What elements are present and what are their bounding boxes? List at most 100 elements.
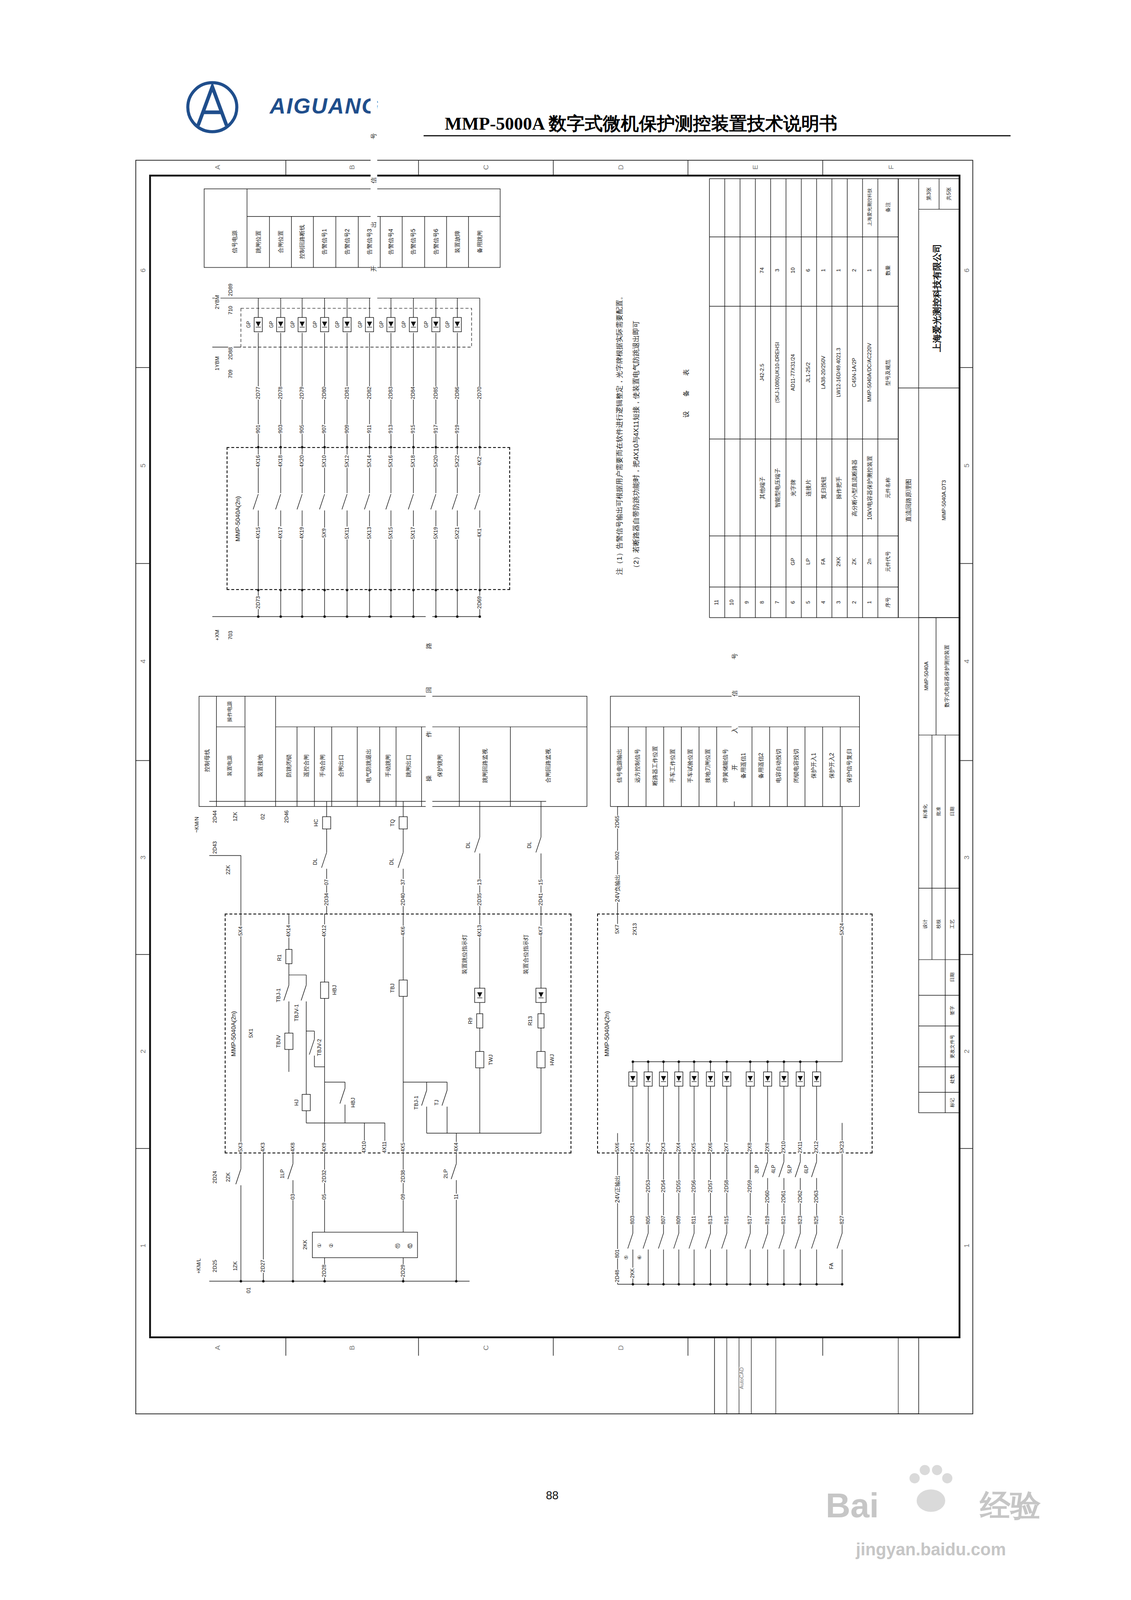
terminal-label: 2D78 xyxy=(277,386,284,400)
wire-line xyxy=(209,855,242,856)
wire-line xyxy=(816,1249,818,1284)
table-cell: 复归按钮 xyxy=(820,475,827,500)
table-cell: 10 xyxy=(729,598,735,606)
terminal-label: 5X24 xyxy=(839,922,846,936)
wire-line xyxy=(770,178,771,618)
table-header: 元件代号 xyxy=(885,550,892,573)
wire-line xyxy=(331,726,333,807)
table-cell: 手动合闸 xyxy=(319,753,326,778)
sidebar-text: AutoCAD xyxy=(739,1366,745,1390)
device-name: MMP-5040A(2n) xyxy=(234,494,242,542)
wire-line xyxy=(765,1081,771,1082)
terminal-label: 4X5 xyxy=(400,1142,407,1153)
wire-line xyxy=(750,1249,751,1284)
wire-line xyxy=(647,1061,649,1072)
wire-line xyxy=(479,801,480,837)
wire-line xyxy=(693,1249,695,1284)
wire-line xyxy=(959,563,973,564)
wire-line xyxy=(839,726,841,807)
terminal-label: 2D77 xyxy=(255,386,262,400)
wire-line xyxy=(319,494,325,510)
table-cell: AD11-77X31/24 xyxy=(790,353,797,392)
wire-line xyxy=(816,1153,818,1162)
wire-line xyxy=(369,297,370,318)
terminal-label: 2D82 xyxy=(366,386,373,400)
wire-line xyxy=(456,297,458,318)
wire-line xyxy=(779,1233,785,1249)
terminal-label: ② xyxy=(329,1242,335,1249)
wire-line xyxy=(288,974,307,976)
wire-line xyxy=(799,1178,801,1234)
junction-dot xyxy=(455,1279,458,1283)
logo-ring xyxy=(187,82,237,132)
table-cell: 告警信号3 xyxy=(366,228,373,256)
terminal-label: 5X11 xyxy=(344,526,351,540)
wire-line xyxy=(305,1110,307,1123)
terminal-label: 2D48 xyxy=(614,1269,621,1283)
wire-line xyxy=(540,801,542,837)
table-cell: JL1-25/2 xyxy=(805,361,812,384)
wire-line xyxy=(426,1106,428,1133)
terminal-label: 4X3 xyxy=(260,1142,267,1153)
table-cell: 告警信号5 xyxy=(410,228,417,256)
wire-line xyxy=(385,494,391,510)
wire-line xyxy=(726,1061,727,1072)
wire-line xyxy=(240,913,242,1154)
optocoupler-symbol xyxy=(690,1071,699,1086)
wire-line xyxy=(938,178,940,210)
wire-line xyxy=(540,913,542,989)
wire-number: 905 xyxy=(299,423,305,434)
wire-line xyxy=(326,868,327,914)
wire-line xyxy=(135,954,151,955)
wire-line xyxy=(446,216,447,268)
terminal-label: 2X1 xyxy=(630,1142,637,1153)
wire-line xyxy=(253,494,259,510)
terminal-label: 5X10 xyxy=(322,454,328,468)
terminal-label: 15 xyxy=(538,878,544,886)
terminal-label: 2D53 xyxy=(645,1179,652,1193)
table-header: 元件名称 xyxy=(885,476,892,499)
wire-line xyxy=(846,178,848,618)
terminal-label: 4X14 xyxy=(285,924,292,938)
junction-dot xyxy=(840,1283,844,1286)
table-cell: LA38-20/250V xyxy=(820,355,827,390)
lamp-group-outline xyxy=(240,308,472,348)
terminal-label: ⑫ xyxy=(407,1242,414,1249)
terminal-label: 2D85 xyxy=(433,386,439,400)
terminal-label: 2D40 xyxy=(400,892,407,906)
diode-symbol xyxy=(367,321,373,327)
wire-line xyxy=(367,326,373,328)
wire-line xyxy=(402,913,404,980)
terminal-label: 2X3 xyxy=(660,1142,667,1153)
wire-line xyxy=(209,1280,470,1282)
wire-line xyxy=(246,189,248,268)
table-cell: 2 xyxy=(851,268,858,273)
terminal-label: 5X12 xyxy=(344,454,351,468)
wire-line xyxy=(380,216,381,268)
wire-line xyxy=(540,1002,542,1014)
terminal-label: 4X9 xyxy=(322,1142,328,1153)
table-cell: 连接片 xyxy=(805,478,812,497)
wire-line xyxy=(709,535,899,537)
wire-line xyxy=(306,1122,385,1123)
lamp-label: GP xyxy=(379,320,385,329)
frame-rect xyxy=(199,696,588,807)
wire-line xyxy=(709,178,710,618)
terminal-label: 2KK xyxy=(630,1267,637,1279)
wire-line xyxy=(676,1081,682,1082)
indicator-lamp xyxy=(342,317,352,332)
bus-label: 2D88 xyxy=(228,346,234,360)
wire-line xyxy=(552,1337,554,1356)
wire-line xyxy=(783,1178,785,1234)
wire-line xyxy=(135,367,151,368)
table-cell: FA xyxy=(820,557,827,565)
terminal-label: +XM xyxy=(214,628,221,641)
wire-line xyxy=(269,216,270,268)
wire-line xyxy=(822,726,823,807)
table-cell: 操作电源 xyxy=(227,700,233,723)
wire-number: 813 xyxy=(707,1215,714,1225)
terminal-label: HWJ xyxy=(549,1053,556,1066)
title-block-cell: 签字 xyxy=(950,1005,956,1016)
wire-line xyxy=(630,1081,636,1082)
